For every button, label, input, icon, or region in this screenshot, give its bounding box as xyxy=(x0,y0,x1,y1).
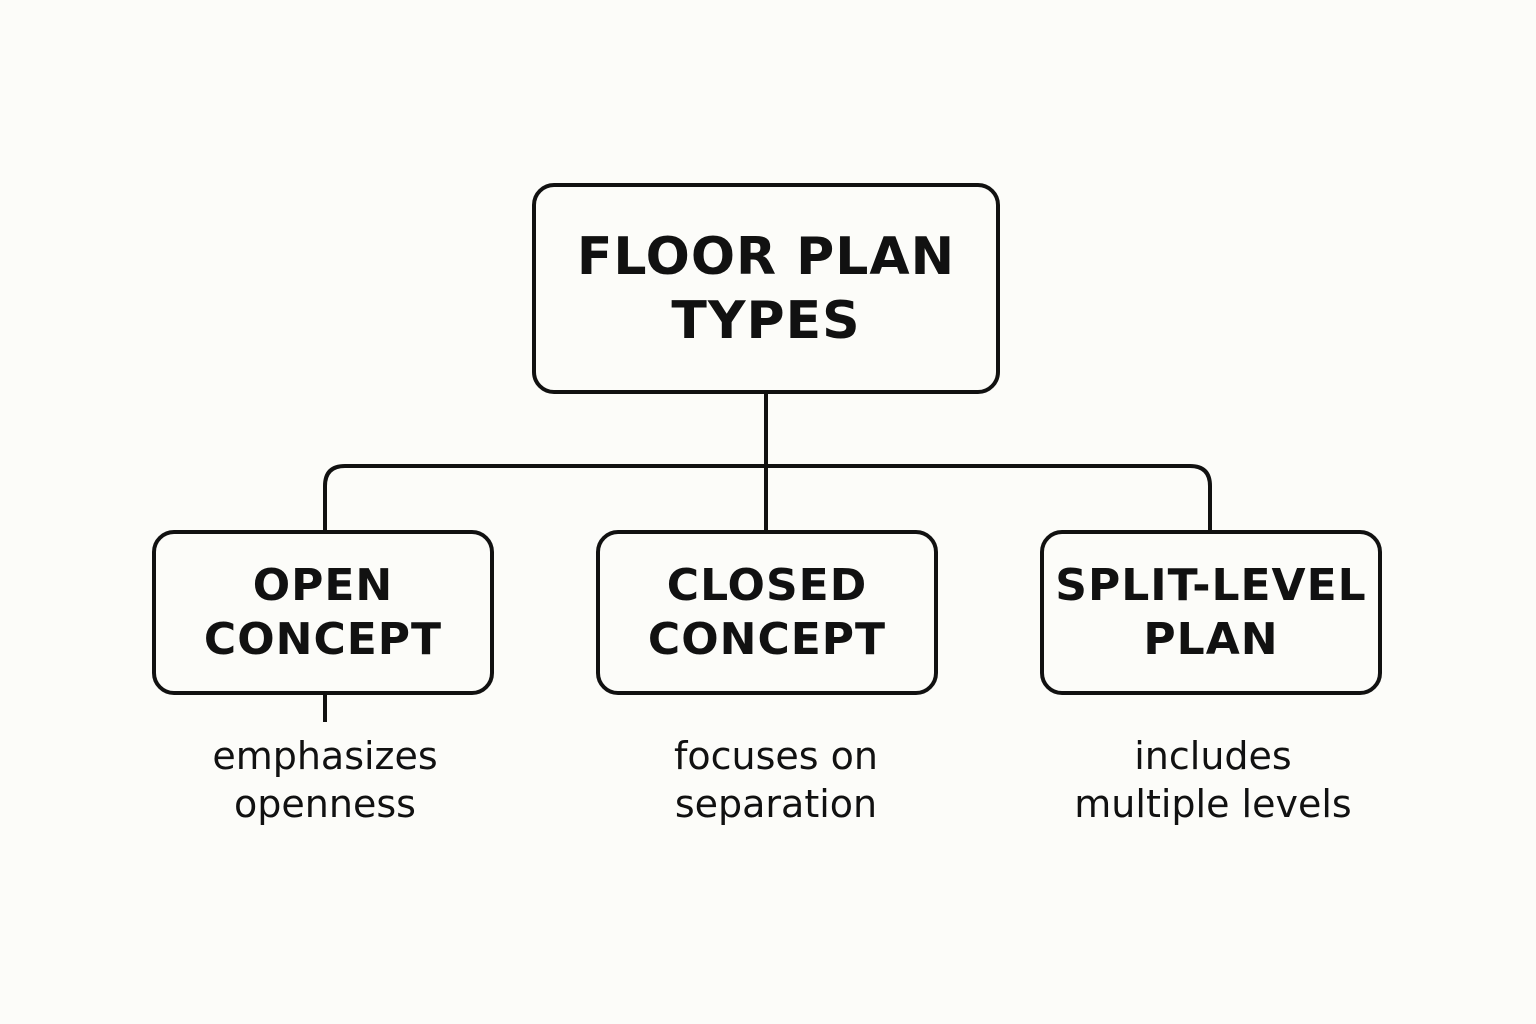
description-line-1: includes xyxy=(1134,734,1292,778)
description-closed-concept: focuses on separation xyxy=(566,732,986,828)
child-node-line-1: SPLIT-LEVEL xyxy=(1055,559,1367,611)
description-line-1: focuses on xyxy=(674,734,878,778)
child-node-line-1: CLOSED xyxy=(666,559,868,611)
child-node-split-level-plan: SPLIT-LEVEL PLAN xyxy=(1040,530,1382,695)
child-node-closed-concept: CLOSED CONCEPT xyxy=(596,530,938,695)
description-line-2: separation xyxy=(674,782,878,826)
child-node-line-2: PLAN xyxy=(1143,613,1279,665)
description-line-2: openness xyxy=(234,782,416,826)
root-node-floor-plan-types: FLOOR PLAN TYPES xyxy=(532,183,1000,394)
description-open-concept: emphasizes openness xyxy=(115,732,535,828)
connector-branch-bar xyxy=(323,464,1212,530)
root-node-line-2: TYPES xyxy=(671,290,861,351)
description-split-level-plan: includes multiple levels xyxy=(1003,732,1423,828)
description-line-1: emphasizes xyxy=(212,734,438,778)
root-node-line-1: FLOOR PLAN xyxy=(576,226,956,287)
child-node-line-1: OPEN xyxy=(252,559,394,611)
description-line-2: multiple levels xyxy=(1074,782,1352,826)
child-node-open-concept: OPEN CONCEPT xyxy=(152,530,494,695)
child-node-line-2: CONCEPT xyxy=(647,613,887,665)
child-node-line-2: CONCEPT xyxy=(203,613,443,665)
